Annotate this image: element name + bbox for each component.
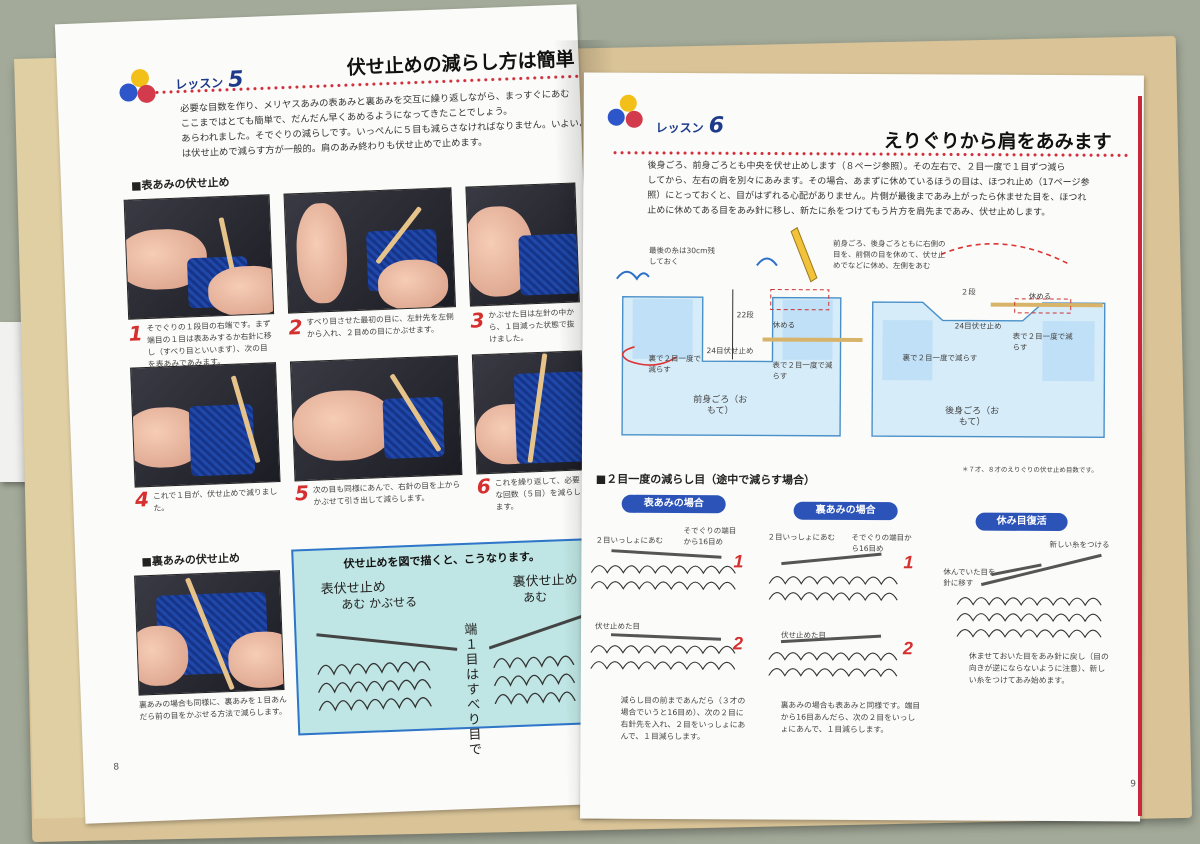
neckline-diagram xyxy=(616,226,1106,438)
bindoff-diagram-box: 伏せ止めを図で描くと、こうなります。 表伏せ止め あむ かぶせる 裏伏せ止め あ… xyxy=(291,538,599,758)
purl-caption: 裏あみの場合も同様に、裏あみを１目あんだら前の目をかぶせる方法で減らします。 xyxy=(138,694,288,722)
diagram-label: あむ かぶせる xyxy=(341,594,418,612)
note-purl-decrease: 裏で２目一度で減らす xyxy=(648,353,701,374)
page-number: 8 xyxy=(113,762,120,773)
column-pill: 裏あみの場合 xyxy=(793,501,898,521)
note-bindoff-back: 24目伏せ止め xyxy=(954,321,1002,331)
step-number: 5 xyxy=(294,480,310,506)
photo-purl xyxy=(134,570,285,696)
column-text: 裏あみの場合も表あみと同様です。端目から16目あんだら、次の２目をいっしょにあん… xyxy=(780,700,921,735)
step-number: 1 xyxy=(128,321,144,346)
column-pill: 表あみの場合 xyxy=(621,494,726,514)
step-number: 2 xyxy=(902,638,913,658)
knit-bindoff-drawing xyxy=(316,633,458,712)
left-page: レッスン 5 伏せ止めの減らし方は簡単 必要な目数を作り、メリヤスあみの表あみと… xyxy=(54,4,608,824)
step-number: 2 xyxy=(732,633,743,653)
intro-text: 必要な目数を作り、メリヤスあみの表あみと裏あみを交互に繰り返しながら、まっすぐに… xyxy=(180,86,582,161)
section-purl-bindoff: ■裏あみの伏せ止め xyxy=(141,551,241,569)
step-number: 2 xyxy=(288,315,304,340)
photo-step-2 xyxy=(283,187,456,314)
note-bindoff: 24目伏せ止め xyxy=(706,346,754,356)
footnote: ＊７才、８才のえりぐりの伏せ止め目数です。 xyxy=(961,465,1098,475)
note-yarn-tail: 最後の糸は30cm残しておく xyxy=(648,245,716,267)
step-number: 3 xyxy=(470,308,485,333)
column-pill: 休み目復活 xyxy=(975,512,1068,532)
page-edge-red-line xyxy=(1138,96,1142,816)
column-note: ２目いっしょにあむ xyxy=(767,532,836,542)
photo-step-4 xyxy=(130,362,281,488)
section-knit-bindoff: ■表あみの伏せ止め xyxy=(130,175,230,193)
note-rows: 22段 xyxy=(736,310,754,320)
photo-step-1 xyxy=(123,194,275,320)
step-number: 4 xyxy=(134,487,150,512)
lesson-number: 6 xyxy=(708,113,725,139)
note-rest: 休める xyxy=(772,320,796,330)
note-knit-decrease: 表で２目一度で減らす xyxy=(772,360,833,381)
lesson-label: レッスン xyxy=(655,120,704,136)
step-caption: これで１目が、伏せ止めで減りました。 xyxy=(152,487,278,513)
step-caption: すべり目させた最初の目に、左針先を左側から入れ、２目めの目にかぶせます。 xyxy=(306,312,454,339)
step-number: 1 xyxy=(733,551,743,571)
column-text: 休ませておいた目をあみ針に戻し（目の向きが逆にならないように注意）、新しい糸をつ… xyxy=(968,651,1109,686)
page-number: 9 xyxy=(1130,779,1136,790)
section-k2tog: ■２目一度の減らし目（途中で減らす場合） xyxy=(595,472,816,487)
k2tog-diagrams: 1 2 1 2 xyxy=(590,549,1102,678)
note-knit-decrease-back: 表で２目一度で減らす xyxy=(1012,331,1073,352)
page-title: えりぐりから肩をあみます xyxy=(883,130,1112,154)
note-rest-back: 休める xyxy=(1028,291,1052,301)
step-number: 6 xyxy=(476,473,492,499)
column-text: 減らし目の前まであんだら（３才の場合でいうと16目め）、次の２目に右針先を入れ、… xyxy=(620,695,746,742)
right-page: レッスン 6 えりぐりから肩をあみます 後身ごろ、前身ごろとも中央を伏せ止めしま… xyxy=(580,72,1144,822)
purl-bindoff-drawing xyxy=(488,612,589,705)
intro-text: 後身ごろ、前身ごろとも中央を伏せ止めします（８ページ参照）。その左右で、２目一度… xyxy=(647,159,1127,222)
diagram-label: あむ xyxy=(522,589,548,605)
yarn-balls-icon xyxy=(602,94,662,145)
back-body-label: 後身ごろ（おもて） xyxy=(945,406,1000,428)
photo-step-5 xyxy=(289,355,463,482)
note-rows-back: ２段 xyxy=(960,287,976,297)
front-body-label: 前身ごろ（おもて） xyxy=(693,395,748,417)
step-number: 1 xyxy=(903,552,913,572)
step-caption: 次の目も同様にあんで、右針の目を上からかぶせて引き出して減らします。 xyxy=(312,480,461,507)
note-purl-decrease-back: 裏で２目一度で減らす xyxy=(902,353,978,363)
note-top: 前身ごろ、後身ごろともに右側の目を、前側の目を休めて、伏せ止めでなどに休め、左側… xyxy=(832,238,946,271)
lesson-badge: レッスン 6 xyxy=(656,113,725,138)
